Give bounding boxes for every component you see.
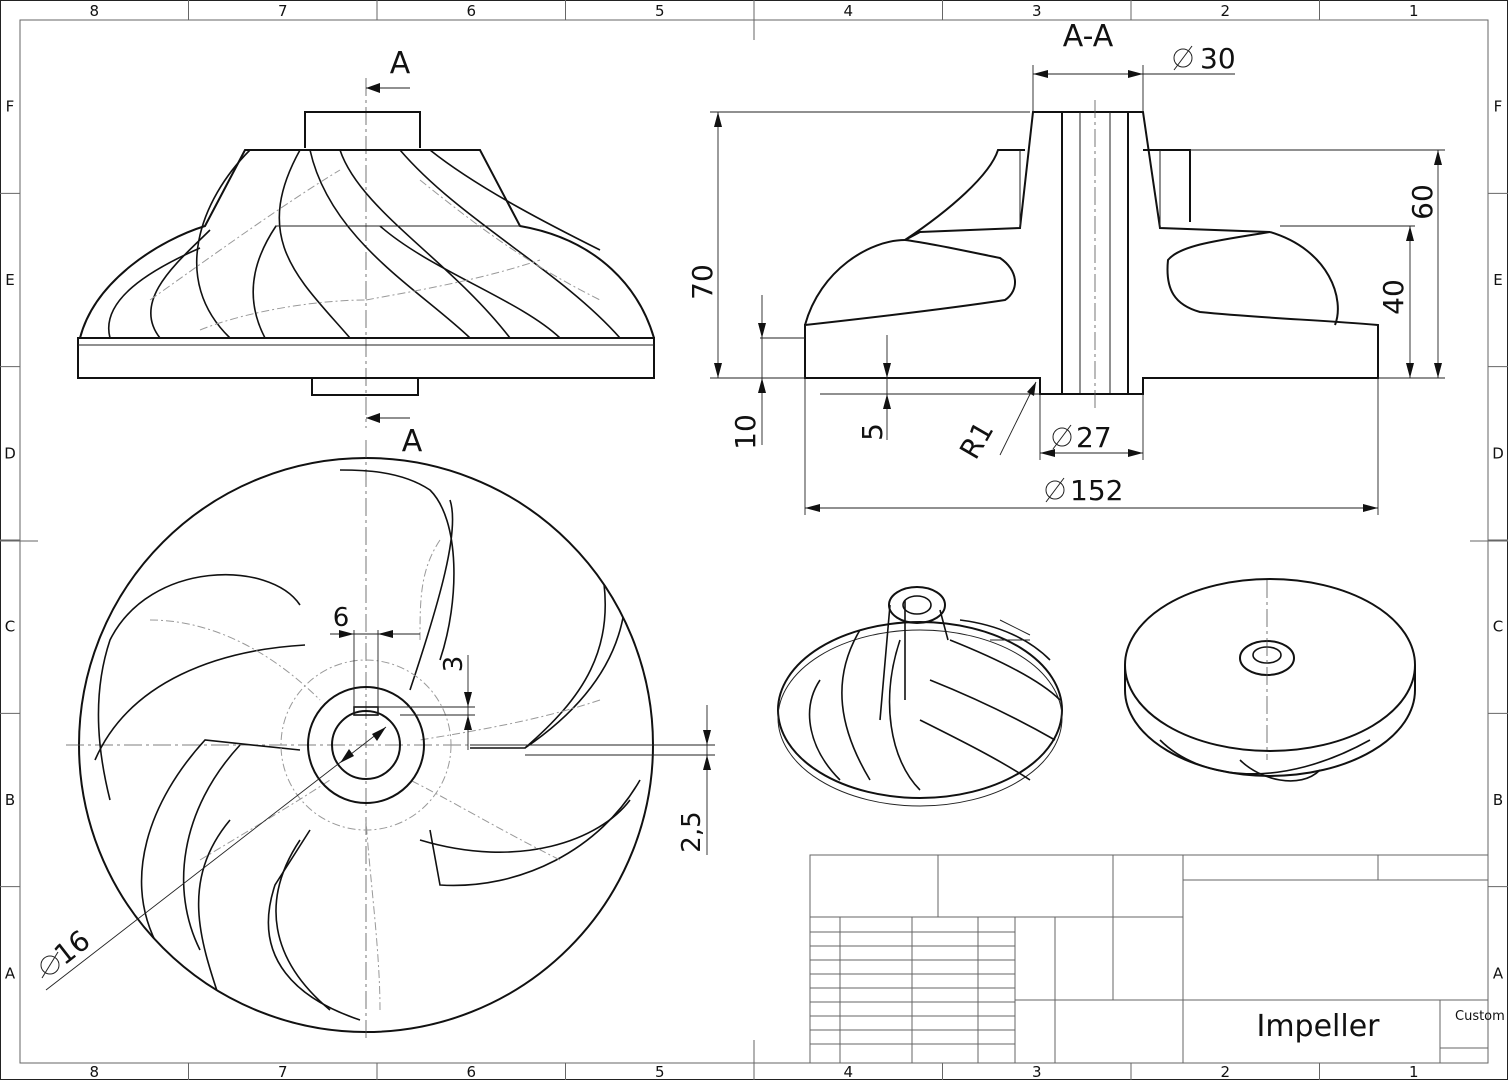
dim-h70: 70 xyxy=(686,264,719,300)
section-marker-top: A xyxy=(390,46,411,81)
dim-h60: 60 xyxy=(1406,184,1439,220)
section-title: A-A xyxy=(1063,19,1114,54)
column-label-bottom: 5 xyxy=(655,1063,665,1080)
front-view: A A xyxy=(77,46,655,459)
dim-d27: 27 xyxy=(1076,421,1112,454)
drawing-title: Impeller xyxy=(1256,1009,1380,1044)
dim-h10: 10 xyxy=(729,414,762,450)
row-label-left: D xyxy=(4,444,16,462)
sheet-size-label: Custom xyxy=(1455,1009,1505,1024)
dim-w6: 6 xyxy=(333,603,350,633)
row-label-right: A xyxy=(1493,964,1504,982)
column-label-top: 4 xyxy=(843,2,853,20)
column-label-top: 6 xyxy=(466,2,476,20)
column-label-bottom: 7 xyxy=(278,1063,288,1080)
row-label-right: D xyxy=(1492,444,1504,462)
dim-d30: 30 xyxy=(1200,42,1236,75)
row-label-right: F xyxy=(1494,98,1503,116)
column-label-top: 7 xyxy=(278,2,288,20)
dim-h5: 5 xyxy=(856,423,889,441)
column-label-top: 2 xyxy=(1220,2,1230,20)
row-label-left: F xyxy=(6,98,15,116)
section-marker-bottom: A xyxy=(402,424,423,459)
dim-w3: 3 xyxy=(439,656,469,673)
dim-h40: 40 xyxy=(1377,279,1410,315)
column-label-bottom: 2 xyxy=(1220,1063,1230,1080)
section-view: A-A 30 70 10 xyxy=(686,19,1445,515)
column-label-bottom: 1 xyxy=(1409,1063,1419,1080)
row-label-left: C xyxy=(5,618,15,636)
row-label-right: C xyxy=(1493,618,1503,636)
front-view-blades xyxy=(107,149,621,339)
column-label-top: 8 xyxy=(89,2,99,20)
row-label-left: B xyxy=(5,791,15,809)
title-block: Impeller Custom xyxy=(809,854,1505,1064)
dim-r1: R1 xyxy=(953,416,1000,465)
row-label-right: B xyxy=(1493,791,1503,809)
column-label-bottom: 4 xyxy=(843,1063,853,1080)
column-label-bottom: 3 xyxy=(1032,1063,1042,1080)
row-label-left: E xyxy=(5,271,14,289)
isometric-view-back xyxy=(1124,578,1416,782)
row-label-left: A xyxy=(5,964,16,982)
isometric-view-front xyxy=(777,586,1063,807)
column-label-top: 1 xyxy=(1409,2,1419,20)
top-view: 16 6 3 2,5 xyxy=(40,440,715,1040)
column-label-top: 5 xyxy=(655,2,665,20)
dim-d152: 152 xyxy=(1070,474,1123,507)
column-label-bottom: 8 xyxy=(89,1063,99,1080)
dim-w2-5: 2,5 xyxy=(677,811,707,852)
top-view-blades xyxy=(94,469,641,1021)
column-label-top: 3 xyxy=(1032,2,1042,20)
dim-d16: 16 xyxy=(48,924,96,972)
row-label-right: E xyxy=(1493,271,1502,289)
column-label-bottom: 6 xyxy=(466,1063,476,1080)
